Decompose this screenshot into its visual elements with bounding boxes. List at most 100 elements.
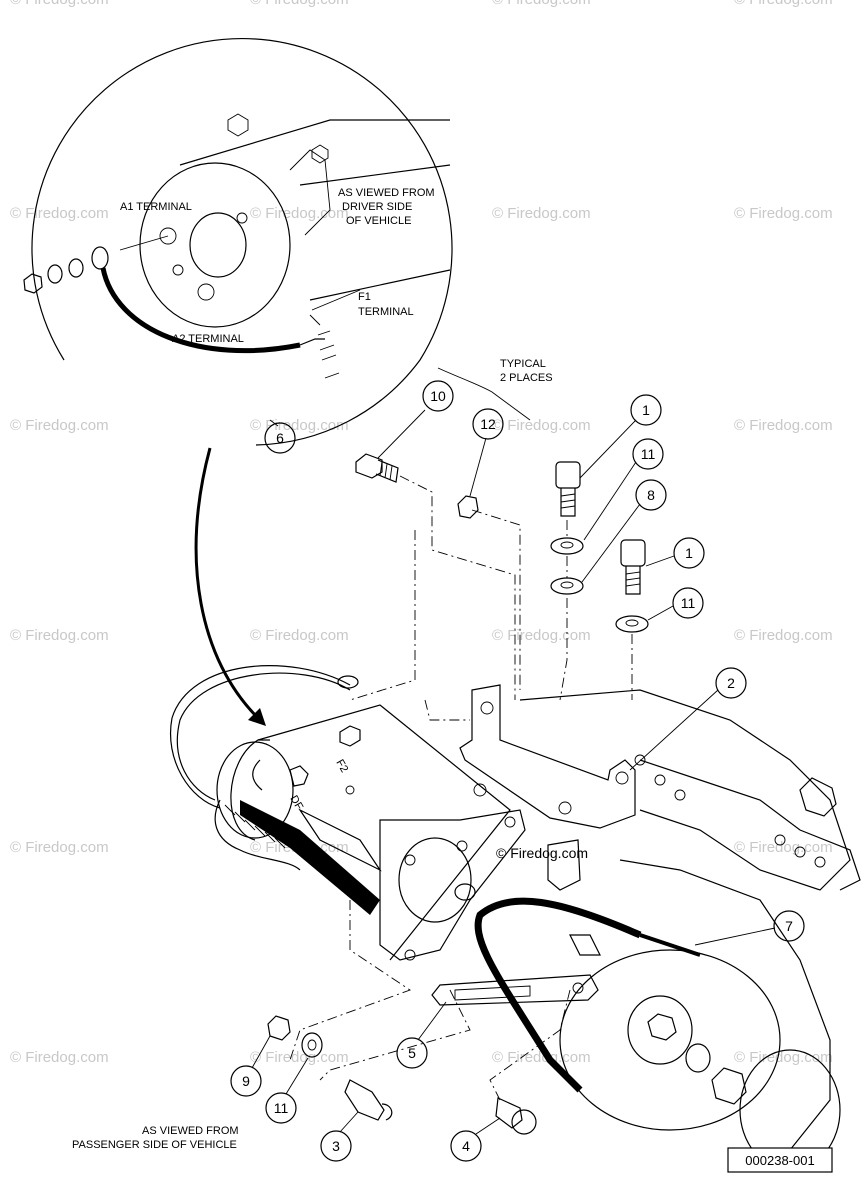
- watermark: © Firedog.com: [492, 417, 591, 434]
- axle-housing-lower: [619, 859, 831, 1151]
- callout-11-number: 11: [641, 446, 656, 462]
- f1-terminal-label: F1: [358, 291, 371, 303]
- nut: [711, 1067, 747, 1105]
- housing-hole: [634, 754, 646, 766]
- motor-band: [240, 800, 380, 915]
- cable-7: [474, 897, 642, 1093]
- end-plate-hole: [456, 840, 468, 852]
- inset-f1-leader: [311, 289, 361, 311]
- callout-5-leader: [417, 1001, 447, 1041]
- inset-motor-top: [179, 119, 450, 166]
- reference-number: 000238-001: [745, 1153, 814, 1168]
- inset-motor-bottom: [309, 269, 451, 301]
- dash-line: [399, 475, 516, 700]
- bracket-hole: [558, 801, 572, 815]
- mounting-bracket: [459, 684, 636, 829]
- callout-4: [450, 1130, 482, 1162]
- hub-nut: [647, 1013, 677, 1041]
- plate-5: [431, 974, 599, 1006]
- plate-5-hole: [572, 982, 584, 994]
- bolt-1-threads: [625, 571, 641, 587]
- inset-nut-top: [311, 144, 329, 164]
- dash-line: [489, 989, 571, 1101]
- watermark: © Firedog.com: [492, 0, 591, 8]
- housing-hole: [674, 789, 686, 801]
- callouts: 10 12 1 11 8 1 11 2 7 5: [230, 380, 805, 1162]
- washer-11-hole: [560, 541, 574, 549]
- watermark: © Firedog.com: [250, 1049, 349, 1066]
- callout-9: [230, 1065, 262, 1097]
- end-plate-hole: [404, 854, 416, 866]
- callout-5: [396, 1037, 428, 1069]
- ring-terminal: [337, 675, 359, 689]
- typical-bracket: [437, 367, 531, 421]
- watermark: © Firedog.com: [492, 205, 591, 222]
- bolt-1-threads: [560, 493, 576, 509]
- bolt-4: [495, 1097, 523, 1129]
- plate-5-slot: [454, 985, 531, 1001]
- watermark: © Firedog.com: [492, 627, 591, 644]
- callout-8: [635, 479, 667, 511]
- field-cable: [170, 665, 351, 809]
- callout-8-number: 8: [647, 487, 655, 503]
- washer-11: [301, 1032, 323, 1058]
- housing-hole: [794, 846, 806, 858]
- callout-11: [672, 587, 704, 619]
- callout-2-leader: [629, 689, 719, 771]
- watermark: © Firedog.com: [10, 205, 109, 222]
- inset-bolt-hole: [172, 264, 184, 276]
- washer-11: [615, 615, 649, 633]
- inset-washer: [68, 258, 84, 278]
- field-cable: [176, 672, 351, 801]
- callout-9-leader: [251, 1035, 271, 1069]
- washer-8: [550, 577, 584, 595]
- inset-f1-hardware: [309, 314, 340, 379]
- detail-inset: A1 TERMINAL A2 TERMINAL F1 TERMINAL AS V…: [23, 38, 453, 454]
- bolt-4-head: [511, 1109, 537, 1135]
- bolt-10-head: [355, 453, 383, 479]
- differential-housing: [559, 949, 781, 1131]
- dash-line: [319, 989, 471, 1081]
- motor-body-top: [257, 704, 511, 961]
- bolt-1-head: [620, 539, 646, 567]
- callout-11-number: 11: [274, 1100, 289, 1116]
- callout-10: [422, 380, 454, 412]
- callout-1-leader: [579, 419, 637, 479]
- callout-6-leader: [269, 419, 279, 427]
- inset-a2-stud: [197, 283, 215, 301]
- inset-circle: [31, 38, 453, 446]
- callout-10-leader: [377, 409, 426, 459]
- inset-end-bell: [139, 162, 291, 328]
- callout-10-number: 10: [430, 388, 446, 404]
- watermark: © Firedog.com: [734, 0, 833, 8]
- callout-3-number: 3: [332, 1138, 340, 1154]
- housing-hole: [814, 856, 826, 868]
- washer-11: [550, 537, 584, 555]
- callout-9-number: 9: [242, 1073, 250, 1089]
- watermark: © Firedog.com: [10, 0, 109, 8]
- inset-bracket: [289, 149, 331, 236]
- callout-1: [673, 537, 705, 569]
- callout-2: [715, 667, 747, 699]
- driver-view-note: AS VIEWED FROM: [338, 187, 435, 199]
- watermark: © Firedog.com: [10, 627, 109, 644]
- watermark: © Firedog.com: [734, 839, 833, 856]
- typical-note: TYPICAL: [500, 358, 546, 370]
- typical-note: 2 PLACES: [500, 372, 553, 384]
- callout-11-leader: [647, 605, 674, 621]
- cable-7-end: [639, 933, 701, 957]
- support-block: [547, 839, 581, 891]
- callout-4-leader: [475, 1117, 501, 1135]
- inset-ring-terminal: [91, 246, 109, 270]
- callout-6-number: 6: [276, 430, 284, 446]
- callout-11: [265, 1092, 297, 1124]
- watermark-layer: © Firedog.com © Firedog.com © Firedog.co…: [10, 0, 833, 1066]
- dash-line: [289, 880, 411, 1061]
- callout-4-number: 4: [462, 1138, 470, 1154]
- callout-6: [264, 422, 296, 454]
- callout-3: [320, 1130, 352, 1162]
- coiled-cable: [214, 799, 301, 871]
- df-terminal-post: [289, 765, 309, 787]
- callout-1-leader: [645, 555, 675, 567]
